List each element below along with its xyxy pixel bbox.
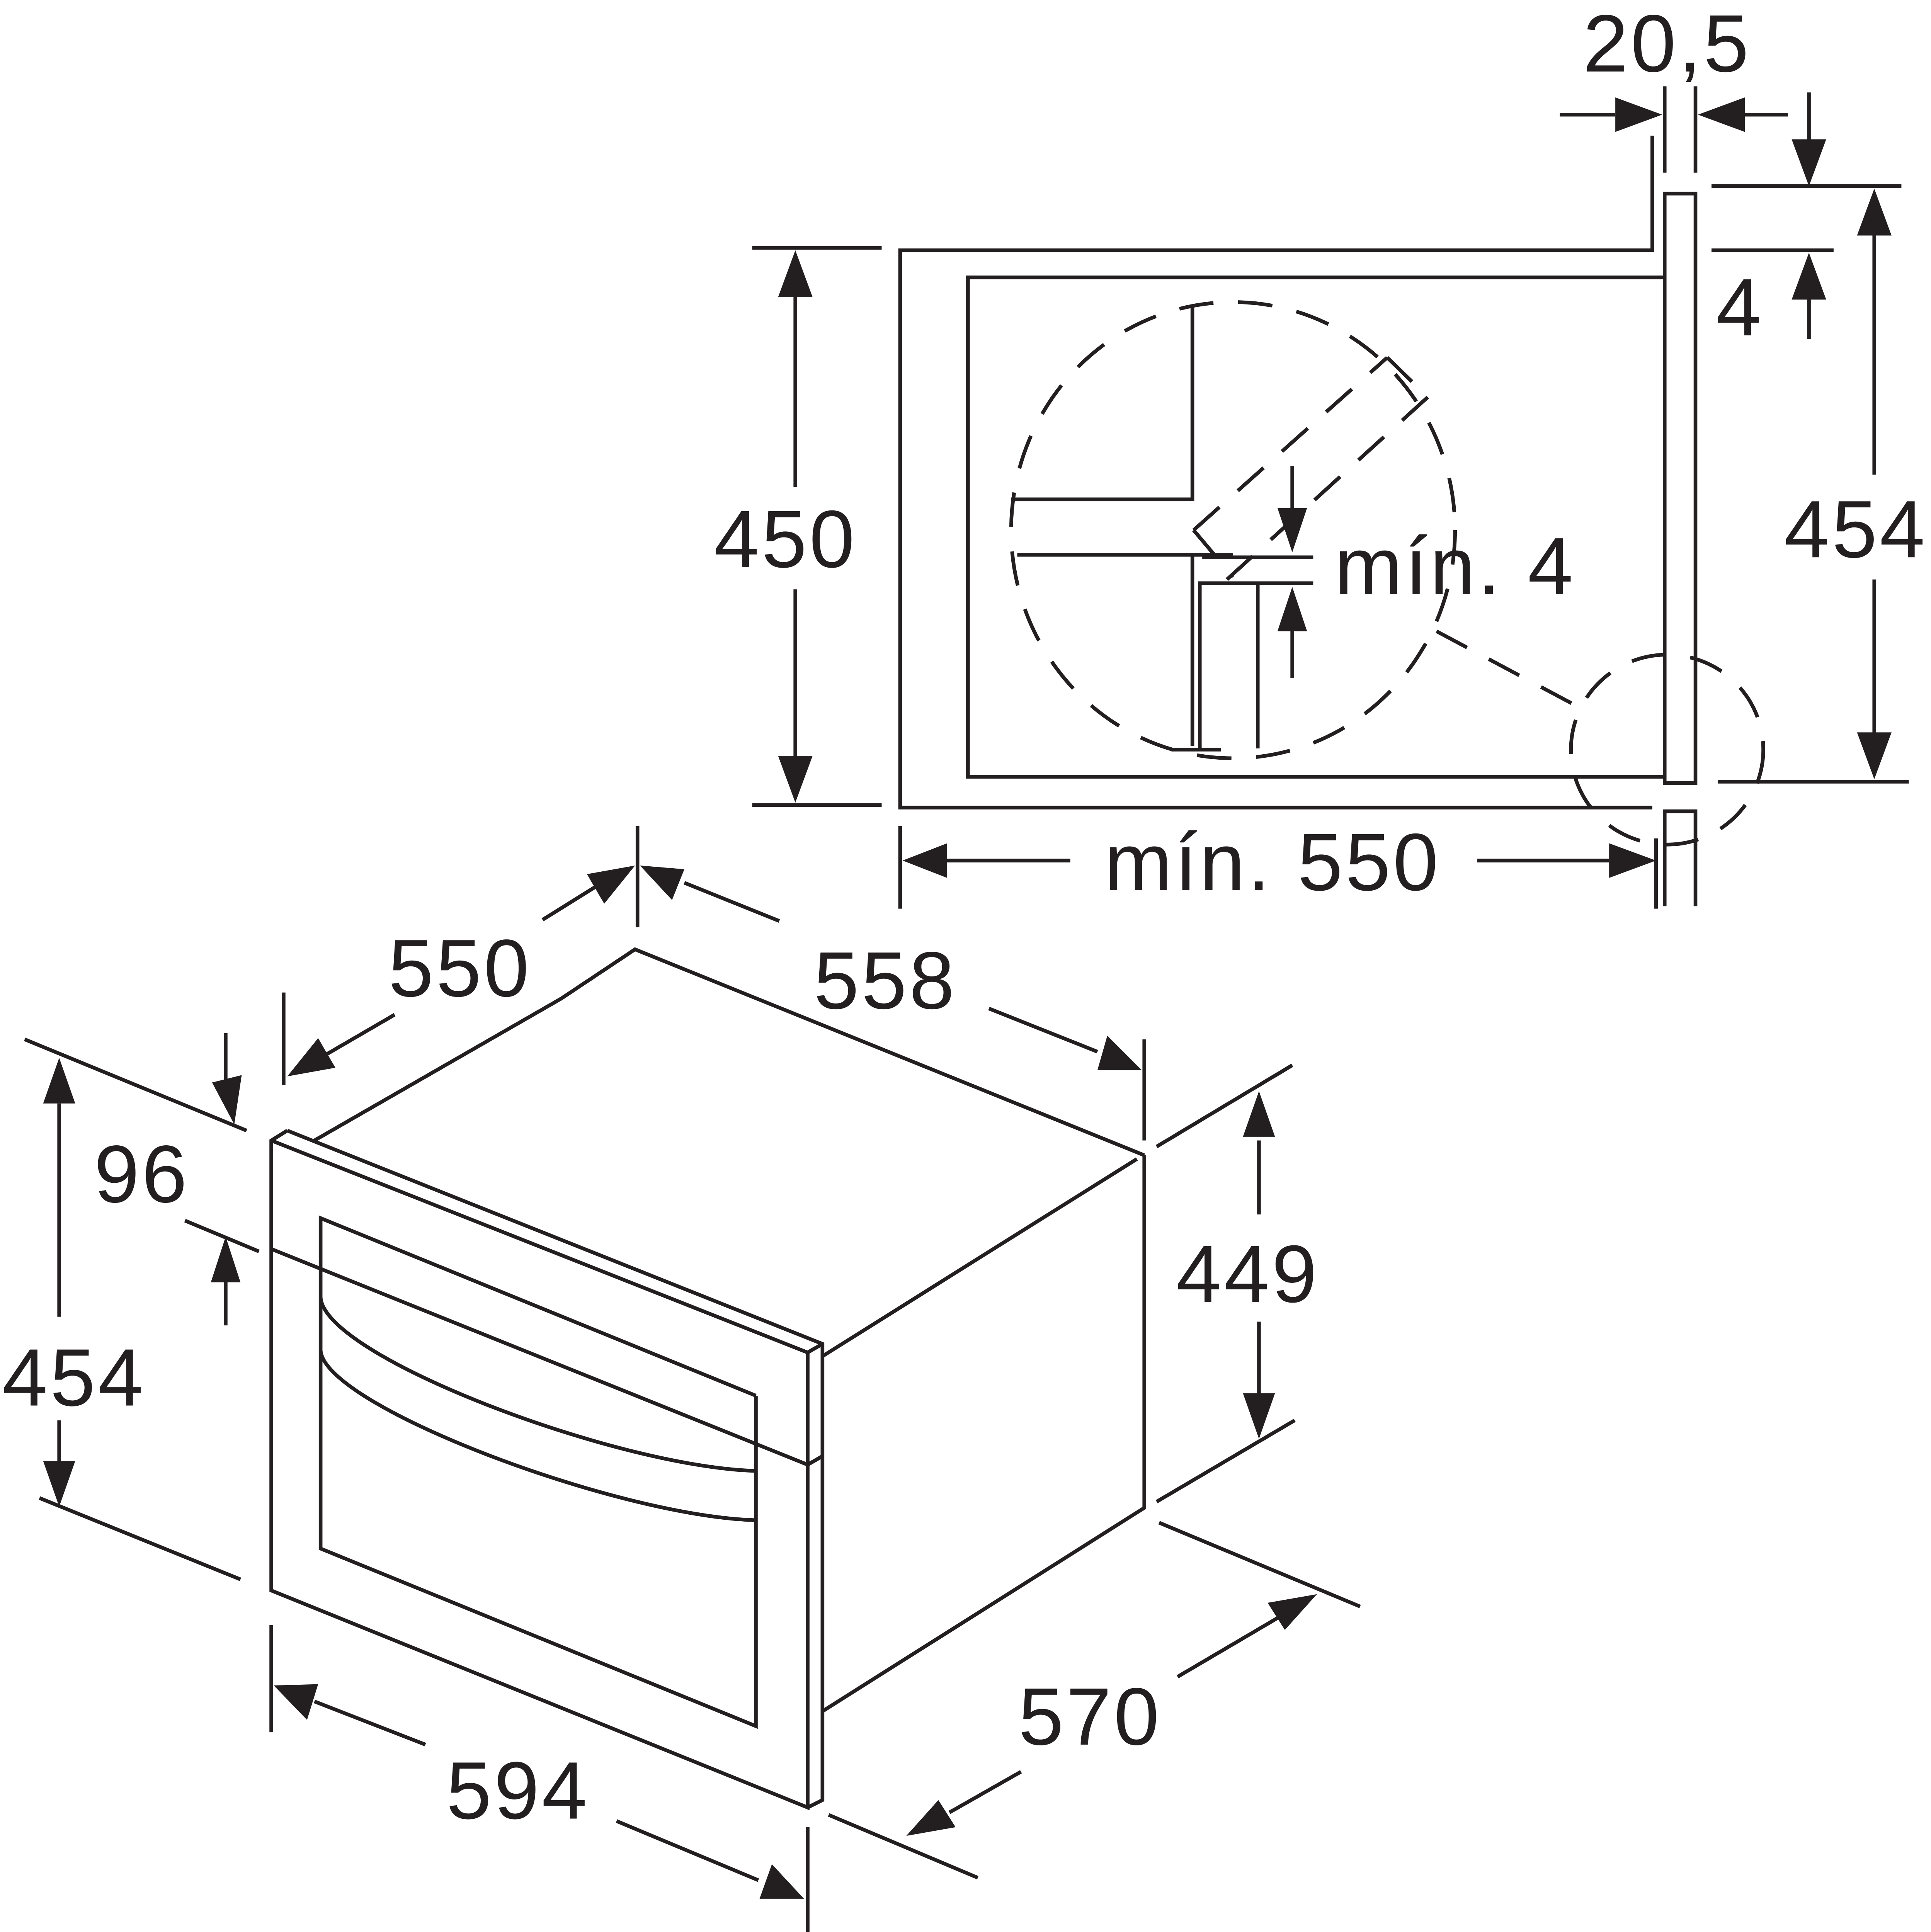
dim-overall-depth: 570 xyxy=(1019,1671,1162,1762)
dim-front-height-left: 454 xyxy=(2,1332,146,1423)
front-frame xyxy=(269,1129,810,1810)
dim-top-step: 4 xyxy=(1716,262,1764,353)
dim-min-gap: mín. 4 xyxy=(1335,520,1575,612)
dim-front-height-right: 454 xyxy=(1784,483,1928,575)
front-panel-lower xyxy=(1662,809,1698,906)
appliance-perspective xyxy=(24,826,1361,1932)
detail-circle xyxy=(1009,300,1457,760)
detail-circle-small xyxy=(1569,653,1765,847)
cabinet-outline xyxy=(898,135,1654,810)
dim-front-width: 594 xyxy=(446,1745,590,1836)
dim-body-height: 449 xyxy=(1176,1228,1320,1319)
dim-front-thickness: 20,5 xyxy=(1583,0,1751,89)
dim-top-offset: 96 xyxy=(94,1128,189,1219)
front-panel xyxy=(1662,192,1698,785)
dim-niche-height: 450 xyxy=(714,493,857,585)
dim-niche-depth: mín. 550 xyxy=(1104,816,1441,908)
appliance-body-outline xyxy=(966,276,1665,779)
appliance-top-edges xyxy=(313,947,1145,1157)
door-window xyxy=(318,1215,758,1729)
dim-depth: 550 xyxy=(388,922,532,1014)
installation-section xyxy=(752,86,1909,909)
appliance-side xyxy=(821,1155,1146,1713)
dim-body-width: 558 xyxy=(814,935,957,1026)
